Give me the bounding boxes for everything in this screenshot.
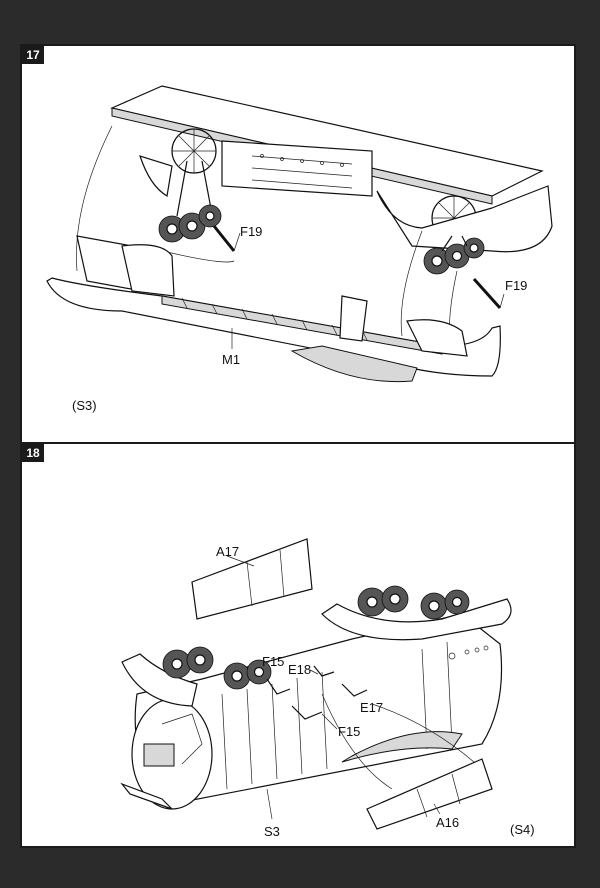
a17-cargo-door (191, 538, 313, 620)
step-17-panel: 17 (22, 46, 574, 444)
f15-top-label: F15 (262, 654, 284, 669)
guide-line-left (76, 125, 113, 272)
m1-keel-fairing (290, 345, 418, 383)
step-18-panel: 18 A17 (22, 444, 574, 846)
e17-part (341, 683, 368, 697)
instruction-page: 17 (20, 44, 576, 848)
step-18-number: 18 (22, 444, 44, 462)
guide-line-a16 (321, 693, 393, 790)
front-right-wheels (357, 585, 409, 617)
f19-left-part (212, 225, 236, 252)
f19-left-label: F19 (240, 224, 262, 239)
f15-bottom-part (291, 705, 323, 720)
left-sponson (121, 653, 198, 707)
f19-right-label: F19 (505, 278, 527, 293)
f15-bottom-label: F15 (338, 724, 360, 739)
rear-left-wheels (162, 646, 214, 679)
rear-right-wheels (420, 589, 470, 620)
e18-part (313, 665, 335, 677)
step-17-number: 17 (22, 46, 44, 64)
step-17-illustration: F19 F19 M1 (S3) (46, 85, 553, 413)
guide-line-right (400, 230, 423, 337)
a17-label: A17 (216, 544, 239, 559)
step-18-illustration: A17 (120, 538, 535, 839)
s3-keel-fairing (341, 731, 463, 763)
center-box-frame (221, 140, 373, 197)
a16-label: A16 (436, 815, 459, 830)
a16-cargo-door (366, 758, 493, 830)
step-17-reference: (S3) (72, 398, 97, 413)
s3-label: S3 (264, 824, 280, 839)
left-main-wheels (158, 204, 222, 243)
f19-right-part (472, 277, 502, 310)
m1-mid-bulkhead (339, 295, 368, 342)
step-18-reference: (S4) (510, 822, 535, 837)
m1-lower-fuselage (46, 277, 501, 377)
e18-label: E18 (288, 662, 311, 677)
s3-interior-equipment (143, 743, 175, 767)
right-sponson (321, 598, 512, 641)
right-main-wheels (423, 237, 485, 275)
front-left-wheels (223, 659, 272, 690)
m1-label: M1 (222, 352, 240, 367)
f15-top-part (266, 678, 291, 695)
e17-label: E17 (360, 700, 383, 715)
